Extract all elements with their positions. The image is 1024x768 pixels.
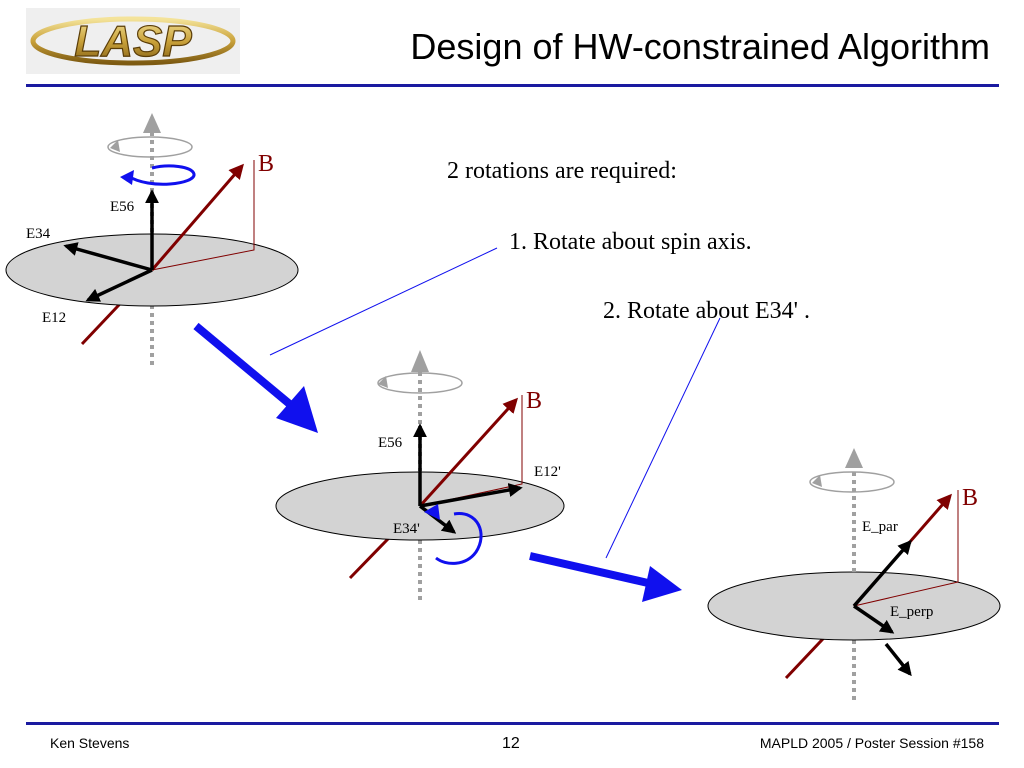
- e34-label-2: E34': [393, 521, 420, 537]
- b-projection-3: [853, 490, 959, 607]
- stage-1-diagram: B E56 E34 E12: [5, 113, 299, 368]
- transition-arrowhead-1: [276, 386, 318, 433]
- step-2-text: 2. Rotate about E34' .: [603, 298, 810, 324]
- blue-rotation-arc-1: [127, 164, 196, 186]
- e12-vector-2: [419, 483, 523, 508]
- footer-event: MAPLD 2005 / Poster Session #158: [759, 735, 984, 751]
- spin-rotation-arrow-icon-2: [378, 376, 388, 388]
- e-perp-vector-3: [853, 604, 895, 634]
- transition-arrow-1: [193, 322, 295, 410]
- spin-rotation-ring-1: [107, 136, 193, 158]
- b-label-3: B: [962, 485, 978, 511]
- e12-label-2: E12': [534, 464, 561, 480]
- spin-rotation-arrow-icon-1: [110, 140, 120, 152]
- footer-author: Ken Stevens: [50, 735, 130, 751]
- transition-arrowhead-2: [642, 566, 682, 602]
- spin-rotation-ring-3: [809, 471, 895, 493]
- transition-arrow-2: [529, 552, 649, 587]
- lasp-logo: LASP: [26, 8, 240, 74]
- page-number: 12: [502, 735, 520, 752]
- e12-vector-1: [85, 268, 153, 302]
- stage-3-diagram: B E_par E_perp: [707, 448, 1001, 702]
- b-label-1: B: [258, 151, 274, 177]
- blue-rotation-arrow-icon-2: [424, 504, 440, 520]
- lasp-logo-graphic: LASP: [30, 16, 236, 67]
- stage-2-diagram: B E56 E12' E34': [275, 350, 565, 604]
- header-rule: [26, 84, 999, 87]
- spin-axis-arrowhead-3: [845, 448, 863, 468]
- spin-rotation-arrow-icon-3: [812, 475, 822, 487]
- callout-line-step-1: [269, 247, 498, 356]
- e-perp-vector-lower-3: [884, 642, 912, 677]
- b-projection-1: [151, 160, 255, 271]
- logo-text: LASP: [74, 17, 192, 66]
- spin-axis-arrowhead-2: [411, 350, 429, 372]
- spin-rotation-ring-2: [377, 372, 463, 394]
- e-par-label-3: E_par: [862, 519, 898, 535]
- b-label-2: B: [526, 388, 542, 414]
- e56-label-1: E56: [110, 199, 135, 215]
- blue-rotation-arrow-icon-1: [120, 170, 134, 185]
- intro-text: 2 rotations are required:: [447, 158, 677, 184]
- blue-rotation-arc-2: [435, 512, 483, 565]
- callout-line-step-2: [605, 317, 721, 559]
- step-1-text: 1. Rotate about spin axis.: [509, 229, 752, 255]
- b-vector-1: [150, 163, 244, 271]
- e-perp-label-3: E_perp: [890, 604, 933, 620]
- slide-title: Design of HW-constrained Algorithm: [410, 26, 990, 67]
- e12-label-1: E12: [42, 310, 66, 326]
- e-par-vector-3: [852, 539, 912, 608]
- e34-vector-2: [418, 504, 457, 534]
- e34-label-1: E34: [26, 226, 51, 242]
- spin-axis-arrowhead-1: [143, 113, 161, 133]
- footer-rule: [26, 722, 999, 725]
- e34-vector-1: [63, 242, 153, 272]
- e56-label-2: E56: [378, 435, 403, 451]
- b-vector-2: [418, 397, 519, 508]
